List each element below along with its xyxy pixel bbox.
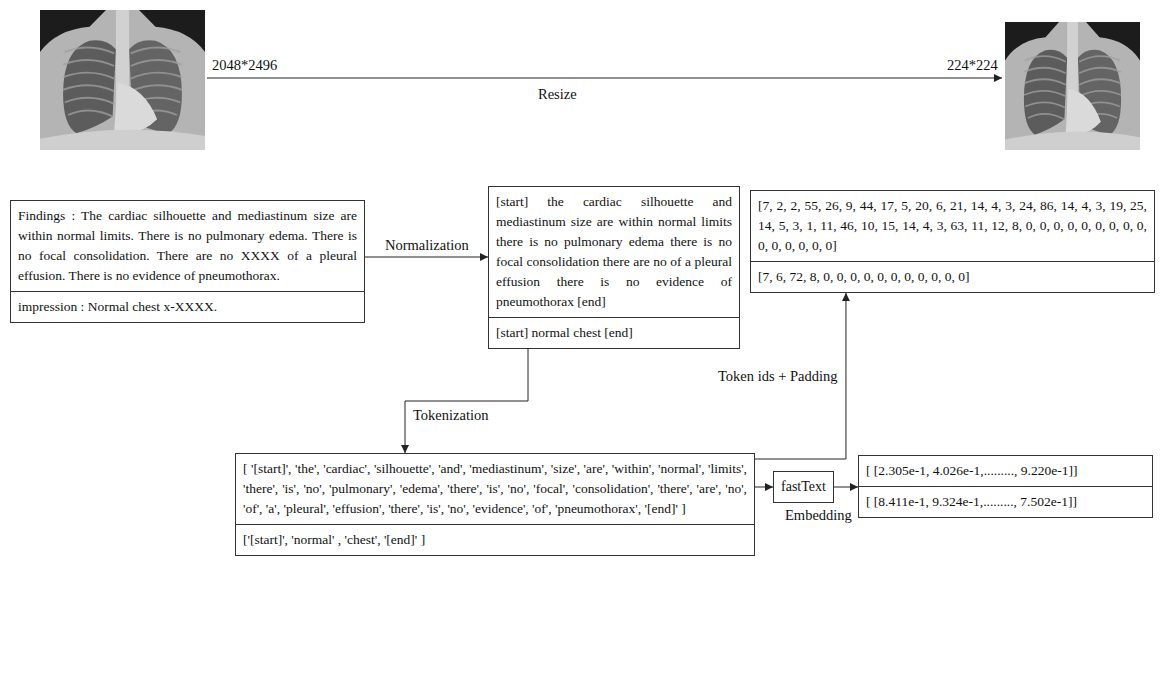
embedding-box: [ [2.305e-1, 4.026e-1,........., 9.220e-… [858,455,1153,518]
flow-arrow [405,349,528,453]
box-text: [start] the cardiac silhouette and media… [489,187,739,317]
box-text: impression : Normal chest x-XXXX. [11,291,364,322]
box-text: [ '[start]', 'the', 'cardiac', 'silhouet… [236,454,754,524]
flow-arrow [755,487,773,488]
flow-arrow [834,487,858,488]
dimension-label: 224*224 [945,57,1000,74]
arrow-label: Embedding [783,507,854,524]
resize-arrow [207,78,1002,79]
arrow-label: Normalization [383,237,471,254]
box-text: [ [2.305e-1, 4.026e-1,........., 9.220e-… [859,456,1152,486]
token-list-box: [ '[start]', 'the', 'cardiac', 'silhouet… [235,453,755,556]
flow-arrow [365,257,488,258]
box-text: Findings : The cardiac silhouette and me… [11,201,364,291]
token-id-box: [7, 2, 2, 55, 26, 9, 44, 17, 5, 20, 6, 2… [750,190,1155,293]
box-text: fastText [774,472,833,502]
step-label: Resize [536,86,579,103]
xray-image [1005,22,1140,150]
arrow-label: Token ids + Padding [716,368,840,385]
report-box: Findings : The cardiac silhouette and me… [10,200,365,323]
box-text: [start] normal chest [end] [489,317,739,348]
xray-image [40,10,205,150]
box-text: ['[start]', 'normal' , 'chest', '[end]' … [236,524,754,555]
model-box: fastText [773,471,834,503]
arrow-label: Tokenization [411,407,491,424]
box-text: [7, 2, 2, 55, 26, 9, 44, 17, 5, 20, 6, 2… [751,191,1154,261]
box-text: [7, 6, 72, 8, 0, 0, 0, 0, 0, 0, 0, 0, 0,… [751,261,1154,292]
dimension-label: 2048*2496 [210,57,279,74]
normalized-text-box: [start] the cardiac silhouette and media… [488,186,740,349]
box-text: [ [8.411e-1, 9.324e-1,........., 7.502e-… [859,486,1152,517]
